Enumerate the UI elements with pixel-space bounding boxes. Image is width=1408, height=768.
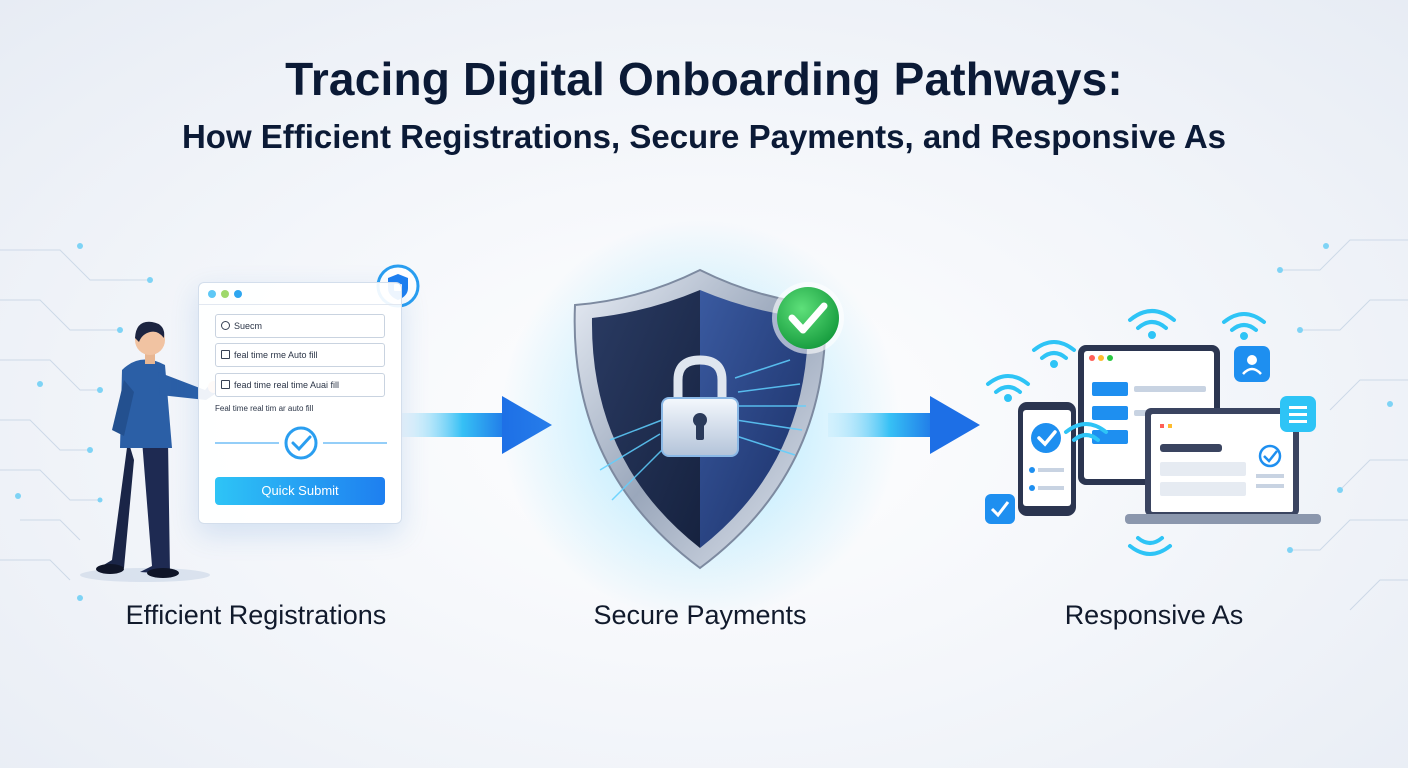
- page-subtitle: How Efficient Registrations, Secure Paym…: [181, 118, 1227, 155]
- multi-device-icon: [985, 345, 1321, 524]
- sync-check-icon: [215, 426, 387, 460]
- autofill-field-2[interactable]: fead time real time Auai fill: [215, 373, 385, 397]
- wifi-icons: [986, 309, 1266, 556]
- registration-form-window: Suecm feal time rme Auto fill fead time …: [198, 282, 402, 524]
- stage-caption-registrations: Efficient Registrations: [125, 600, 387, 630]
- autofill-field-1-value: feal time rme Auto fill: [234, 350, 318, 360]
- window-titlebar: [199, 283, 401, 305]
- shield-lock-icon: [500, 220, 900, 620]
- autofill-field-1[interactable]: feal time rme Auto fill: [215, 343, 385, 367]
- page-title: Tracing Digital Onboarding Pathways:: [285, 53, 1123, 105]
- window-dot: [234, 290, 242, 298]
- autofill-field-2-value: fead time real time Auai fill: [234, 380, 340, 390]
- checkbox-icon: [221, 350, 230, 359]
- search-input[interactable]: Suecm: [215, 314, 385, 338]
- stage-caption-responsive: Responsive As: [1064, 600, 1244, 630]
- title-block: Tracing Digital Onboarding Pathways: How…: [0, 52, 1408, 156]
- window-dot: [221, 290, 229, 298]
- checkbox-icon: [221, 380, 230, 389]
- quick-submit-button[interactable]: Quick Submit: [215, 477, 385, 505]
- autofill-note: Feal time real tim ar auto fill: [215, 404, 314, 413]
- search-icon: [221, 321, 230, 330]
- window-dot: [208, 290, 216, 298]
- search-input-value: Suecm: [234, 321, 263, 331]
- person-illustration: [80, 321, 220, 582]
- stage-caption-payments: Secure Payments: [593, 600, 807, 630]
